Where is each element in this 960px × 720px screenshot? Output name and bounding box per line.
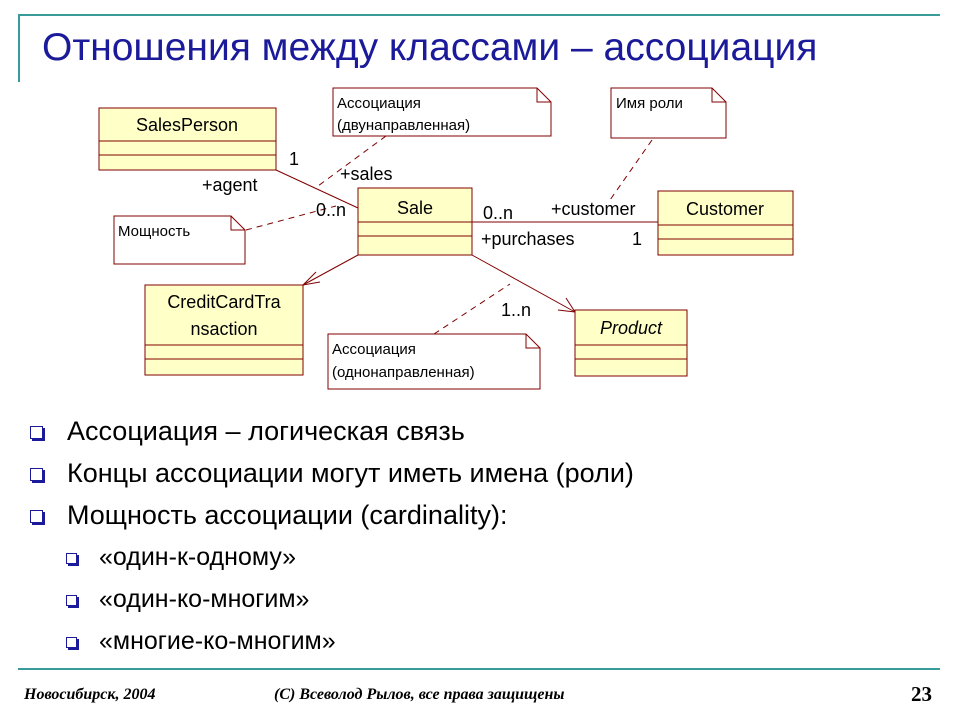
sub-bullet-item: «один-ко-многим» xyxy=(30,578,910,620)
class-creditcard-name-line1: CreditCardTra xyxy=(167,292,281,312)
sub-bullet-text: «один-к-одному» xyxy=(99,542,297,571)
page-number: 23 xyxy=(911,682,932,706)
bullet-text: Концы ассоциации могут иметь имена (роли… xyxy=(67,457,634,488)
note-assoc-uni-line2: (однонаправленная) xyxy=(332,364,475,381)
label-multiplicity-salesperson: 1 xyxy=(289,149,299,169)
arrowhead-creditcard xyxy=(301,271,321,286)
assoc-sale-creditcard xyxy=(302,254,359,286)
label-role-sales: +sales xyxy=(340,164,393,184)
bullet-item: Ассоциация – логическая связь xyxy=(30,410,910,452)
sub-bullet-text: «один-ко-многим» xyxy=(99,584,310,613)
label-multiplicity-customer: 1 xyxy=(632,229,642,249)
anchor-role-name xyxy=(609,139,653,201)
note-role-name: Имя роли xyxy=(610,87,727,139)
anchor-cardinality xyxy=(245,205,337,231)
sub-bullet-text: «многие-ко-многим» xyxy=(99,626,336,655)
label-role-purchases: +purchases xyxy=(481,229,575,249)
label-role-customer: +customer xyxy=(551,199,636,219)
footer-location: Новосибирск, 2004 xyxy=(24,686,156,703)
bullet-list: Ассоциация – логическая связь Концы ассо… xyxy=(30,410,910,662)
square-bullet-icon xyxy=(30,425,43,439)
title-left-rule xyxy=(18,14,20,82)
assoc-sale-product xyxy=(471,254,576,313)
square-bullet-icon xyxy=(66,594,77,606)
note-assoc-bi-line1: Ассоциация xyxy=(337,95,421,112)
class-creditcard-transaction: CreditCardTra nsaction xyxy=(144,284,304,376)
note-role-name-text: Имя роли xyxy=(616,95,683,112)
note-cardinality: Мощность xyxy=(113,215,246,265)
label-multiplicity-sale-left: 0..n xyxy=(316,200,346,220)
bullet-text: Мощность ассоциации (cardinality): xyxy=(67,499,508,530)
note-cardinality-text: Мощность xyxy=(118,223,190,240)
bullet-item: Концы ассоциации могут иметь имена (роли… xyxy=(30,452,910,494)
class-creditcard-name-line2: nsaction xyxy=(190,319,257,339)
anchor-assoc-bi xyxy=(317,135,387,187)
label-multiplicity-product: 1..n xyxy=(501,300,531,320)
class-salesperson: SalesPerson xyxy=(98,107,277,171)
label-role-agent: +agent xyxy=(202,175,258,195)
footer-rule xyxy=(18,668,940,670)
class-sale-name: Sale xyxy=(397,198,433,218)
sub-bullet-item: «один-к-одному» xyxy=(30,536,910,578)
note-assoc-unidirectional: Ассоциация (однонаправленная) xyxy=(327,333,541,390)
class-product: Product xyxy=(574,309,688,377)
class-customer: Customer xyxy=(657,190,794,256)
class-sale: Sale xyxy=(357,187,473,256)
note-assoc-bi-line2: (двунаправленная) xyxy=(337,117,470,134)
class-customer-name: Customer xyxy=(686,199,764,219)
sub-bullet-item: «многие-ко-многим» xyxy=(30,620,910,662)
assoc-salesperson-sale xyxy=(275,169,359,209)
uml-class-diagram: SalesPerson Sale Customer CreditCardTra … xyxy=(98,87,794,390)
note-assoc-uni-line1: Ассоциация xyxy=(332,341,416,358)
square-bullet-icon xyxy=(30,509,43,523)
class-salesperson-name: SalesPerson xyxy=(136,115,238,135)
square-bullet-icon xyxy=(66,636,77,648)
arrowhead-product xyxy=(557,297,576,313)
title-top-rule xyxy=(18,14,940,16)
square-bullet-icon xyxy=(66,552,77,564)
note-assoc-bidirectional: Ассоциация (двунаправленная) xyxy=(332,87,552,137)
bullet-item: Мощность ассоциации (cardinality): xyxy=(30,494,910,536)
anchor-assoc-uni xyxy=(433,283,511,335)
square-bullet-icon xyxy=(30,467,43,481)
bullet-text: Ассоциация – логическая связь xyxy=(67,415,465,446)
footer-copyright: (С) Всеволод Рылов, все права защищены xyxy=(274,686,565,703)
slide-title: Отношения между классами – ассоциация xyxy=(42,26,818,69)
class-product-name: Product xyxy=(600,318,663,338)
label-multiplicity-sale-right: 0..n xyxy=(483,203,513,223)
